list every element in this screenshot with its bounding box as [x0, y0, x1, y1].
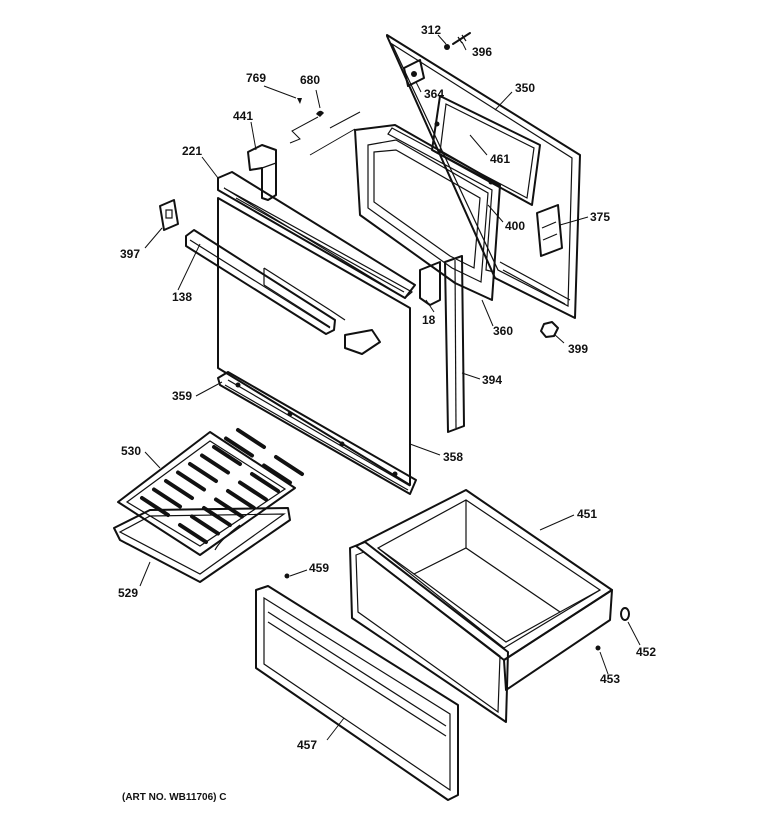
callout-18: 18: [422, 313, 436, 327]
roller-452: [620, 607, 630, 621]
outer-door-panel-350: [386, 34, 581, 319]
callout-394: 394: [482, 373, 502, 387]
fasteners-769-680: [289, 98, 361, 156]
callout-396: 396: [472, 45, 492, 59]
inner-door-liner-360: [354, 124, 501, 301]
callout-399: 399: [568, 342, 588, 356]
callout-364: 364: [424, 87, 444, 101]
grid-slot: [238, 480, 268, 502]
hinge-bracket-364: [403, 59, 425, 87]
callout-680: 680: [300, 73, 320, 87]
callout-529: 529: [118, 586, 138, 600]
grid-slot: [178, 523, 208, 544]
drawer-side-frame: [349, 541, 509, 723]
hinge-375: [536, 204, 563, 257]
grid-slot: [188, 462, 218, 483]
grid-slot: [212, 445, 242, 466]
grid-slot: [176, 470, 206, 492]
broiler-grid-530: [117, 428, 304, 556]
grid-slot: [236, 428, 266, 449]
grid-slot: [190, 514, 220, 536]
window-glass-400: [387, 121, 501, 273]
art-number: (ART NO. WB11706) C: [122, 792, 226, 803]
callout-451: 451: [577, 507, 597, 521]
screw-312-396: [444, 32, 471, 50]
grid-slot: [152, 487, 182, 509]
drawer-front-panel-457: [255, 585, 459, 801]
callout-453: 453: [600, 672, 620, 686]
callout-359: 359: [172, 389, 192, 403]
grid-slot: [250, 472, 280, 493]
side-bracket-18: [419, 261, 441, 306]
callout-358: 358: [443, 450, 463, 464]
callout-459: 459: [309, 561, 329, 575]
screw-459: [284, 573, 290, 579]
callout-461: 461: [490, 152, 510, 166]
door-top-frame-221: [217, 171, 416, 299]
callout-360: 360: [493, 324, 513, 338]
callout-138: 138: [172, 290, 192, 304]
callout-452: 452: [636, 645, 656, 659]
hinge-bracket-441: [247, 144, 277, 201]
callout-375: 375: [590, 210, 610, 224]
bottom-trim-359: [217, 371, 417, 495]
drawer-body-451: [355, 489, 613, 691]
callout-441: 441: [233, 109, 253, 123]
leader-lines: [139, 34, 641, 741]
callout-221: 221: [182, 144, 202, 158]
door-handle-138: [185, 229, 336, 335]
grid-slot: [200, 453, 230, 475]
grid-slot: [202, 506, 232, 527]
callout-457: 457: [297, 738, 317, 752]
broiler-pan-529: [113, 507, 291, 583]
grid-slot: [226, 489, 256, 510]
callout-397: 397: [120, 247, 140, 261]
screw-453: [595, 645, 601, 651]
grid-slot: [140, 496, 170, 517]
grid-slot: [164, 479, 194, 500]
plug-399: [540, 321, 559, 338]
vertical-channel-394: [444, 255, 465, 433]
grid-slot: [262, 463, 292, 485]
callout-labels: 312 396 769 680 364 350 441 461 221 400 …: [118, 23, 656, 803]
callout-400: 400: [505, 219, 525, 233]
callout-350: 350: [515, 81, 535, 95]
grid-slot: [274, 455, 304, 476]
callout-769: 769: [246, 71, 266, 85]
hinge-cover-397: [159, 199, 179, 231]
callout-312: 312: [421, 23, 441, 37]
main-outer-door-358: [217, 197, 411, 491]
callout-530: 530: [121, 444, 141, 458]
grid-slot: [224, 436, 254, 458]
